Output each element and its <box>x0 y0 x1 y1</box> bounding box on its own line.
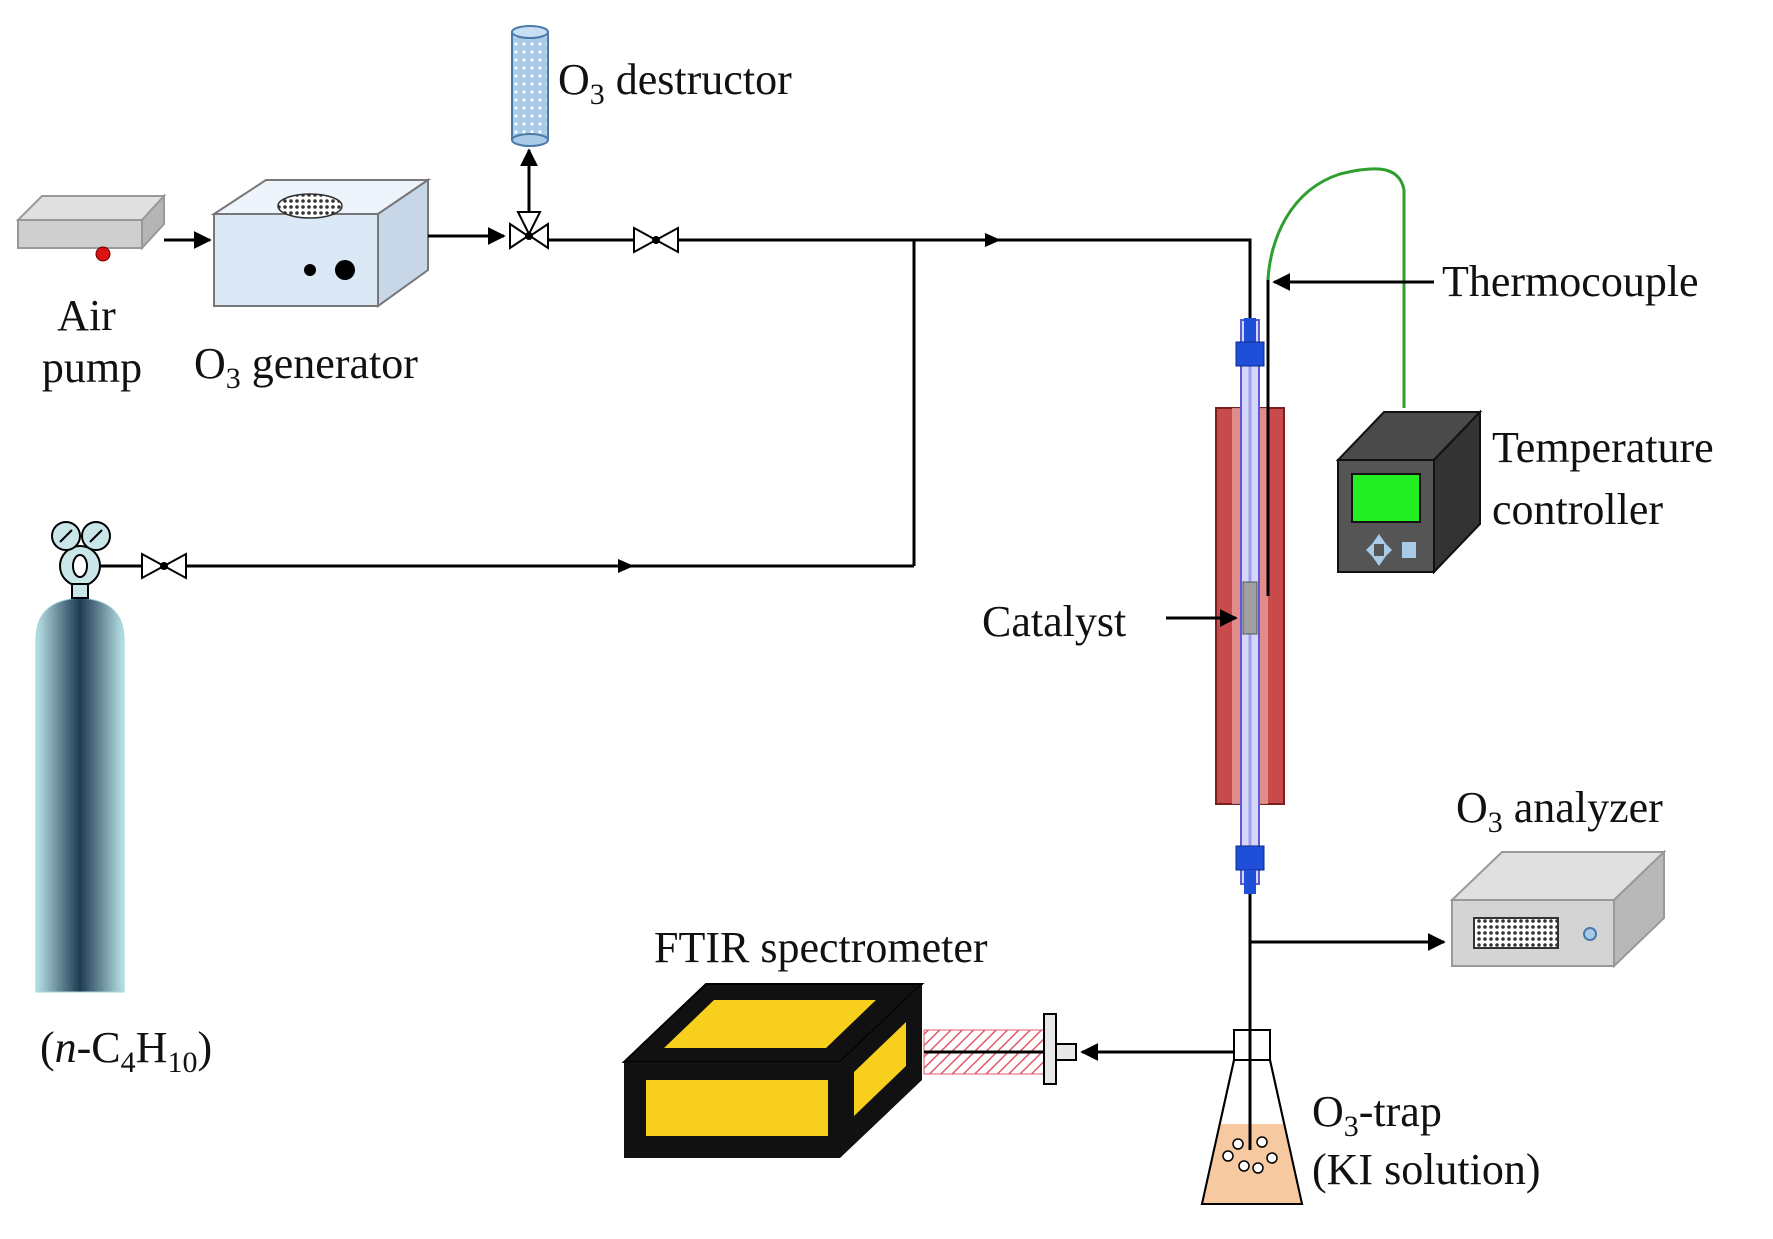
butane-label: (n-C4H10) <box>40 1023 212 1079</box>
needle-valve-butane-icon <box>141 552 187 580</box>
fitting-top-icon <box>1235 318 1265 367</box>
fitting-bottom-icon <box>1235 845 1265 894</box>
air-pump-power-icon <box>95 246 111 262</box>
thermocouple-wire <box>1266 167 1406 408</box>
catalyst-label: Catalyst <box>982 597 1126 646</box>
ozone-generator-icon <box>210 178 432 308</box>
ko-trap-flask-icon <box>1200 1029 1304 1205</box>
needle-valve-icon <box>633 226 679 254</box>
air-pump-icon <box>15 193 167 251</box>
temperature-controller-label: Temperature controller <box>1492 423 1725 534</box>
air-pump-label: Air pump <box>42 291 142 392</box>
o3-trap-label: O3-trap (KI solution) <box>1312 1087 1541 1194</box>
ozone-analyzer-icon <box>1449 849 1667 969</box>
ozone-destructor-icon <box>511 25 549 147</box>
ftir-label: FTIR spectrometer <box>654 923 988 972</box>
temperature-controller-icon <box>1335 409 1483 575</box>
regulator-icon <box>51 521 111 599</box>
o3-destructor-label: O3 destructor <box>558 55 792 111</box>
ftir-cell-icon <box>923 1013 1077 1085</box>
three-way-valve-icon <box>509 211 549 250</box>
thermocouple-label: Thermocouple <box>1442 257 1699 306</box>
gas-cylinder-icon <box>35 597 125 993</box>
o3-generator-label: O3 generator <box>194 339 418 395</box>
catalyst-bed-icon <box>1242 581 1258 635</box>
pipe-main-top <box>678 238 1252 320</box>
o3-analyzer-label: O3 analyzer <box>1456 783 1663 839</box>
ftir-spectrometer-icon <box>621 983 925 1158</box>
